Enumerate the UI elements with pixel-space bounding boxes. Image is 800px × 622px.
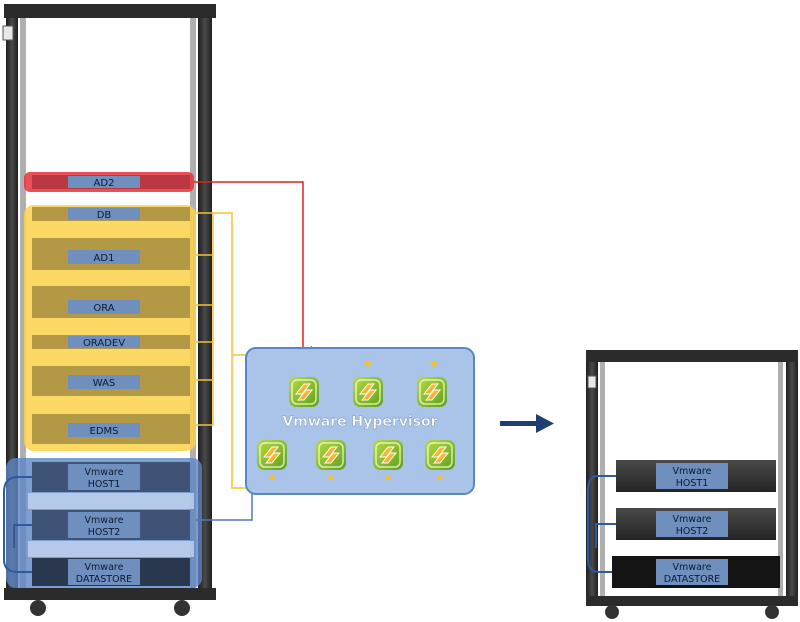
server-label-host2-line2: HOST2 [88,527,121,538]
rack-bottom-frame [586,596,798,606]
rack-bottom-frame [4,588,216,600]
vmware-vsphere-icon [315,439,347,471]
rack-wheel [174,600,190,616]
rack-top-frame [4,4,216,18]
blue-cable [3,476,32,573]
hypervisor-label: Vmware Hypervisor [282,414,437,430]
vmware-hypervisor-box: Vmware Hypervisor [245,347,475,495]
vmware-vsphere-icon [416,376,448,408]
rack-right-post [198,18,212,598]
server-label-ad2: AD2 [94,178,115,189]
vmware-vsphere-icon [288,376,320,408]
rack-top-frame [586,350,798,362]
server-ad1: AD1 [32,238,190,270]
server-label-ora: ORA [93,303,114,314]
server-label-ad1: AD1 [94,253,115,264]
yellow-arrowheads [268,362,444,480]
right-server-label-host2-line2: HOST2 [676,526,709,537]
blue-cable [595,523,616,548]
server-oradev: ORADEV [32,335,190,349]
right-server-label-datastore-line1: Vmware [673,562,712,573]
right-server-vmware-host2: Vmware HOST2 [616,508,776,540]
right-server-label-host1-line2: HOST1 [676,478,709,489]
server-vmware-host2: Vmware HOST2 [32,510,190,540]
server-was: WAS [32,366,190,396]
rack-left-post [6,18,18,598]
blue-connection-line [196,492,253,521]
right-server-label-host2-line1: Vmware [673,514,712,525]
blue-cable [13,524,32,548]
vmware-vsphere-icon [256,439,288,471]
right-server-vmware-datastore: Vmware DATASTORE [612,556,780,588]
server-edms: EDMS [32,414,190,444]
red-connection-line [194,181,312,358]
server-ora: ORA [32,286,190,318]
server-label-host1-line1: Vmware [85,467,124,478]
server-label-was: WAS [93,378,116,389]
server-label-host2-line1: Vmware [85,515,124,526]
rack-right-post [786,362,798,600]
right-arrow-icon [500,414,554,433]
vmware-vsphere-icon [352,376,384,408]
vmware-vsphere-icon [424,439,456,471]
blue-cable [587,475,616,573]
server-label-oradev: ORADEV [83,338,125,349]
right-server-label-datastore-line2: DATASTORE [664,574,720,585]
server-label-db: DB [97,210,112,221]
rack-wheel [30,600,46,616]
server-db: DB [32,207,190,221]
rack-wheel [765,605,779,619]
server-label-datastore-line1: Vmware [85,562,124,573]
right-server-vmware-host1: Vmware HOST1 [616,460,776,492]
server-label-edms: EDMS [90,426,119,437]
server-label-datastore-line2: DATASTORE [76,574,132,585]
rack-wheel [605,605,619,619]
server-label-host1-line2: HOST1 [88,479,121,490]
server-vmware-datastore: Vmware DATASTORE [32,558,190,586]
yellow-group-highlight [24,205,196,451]
vmware-vsphere-icon [372,439,404,471]
server-vmware-host1: Vmware HOST1 [32,462,190,492]
server-ad2: AD2 [32,175,190,189]
right-server-label-host1-line1: Vmware [673,466,712,477]
